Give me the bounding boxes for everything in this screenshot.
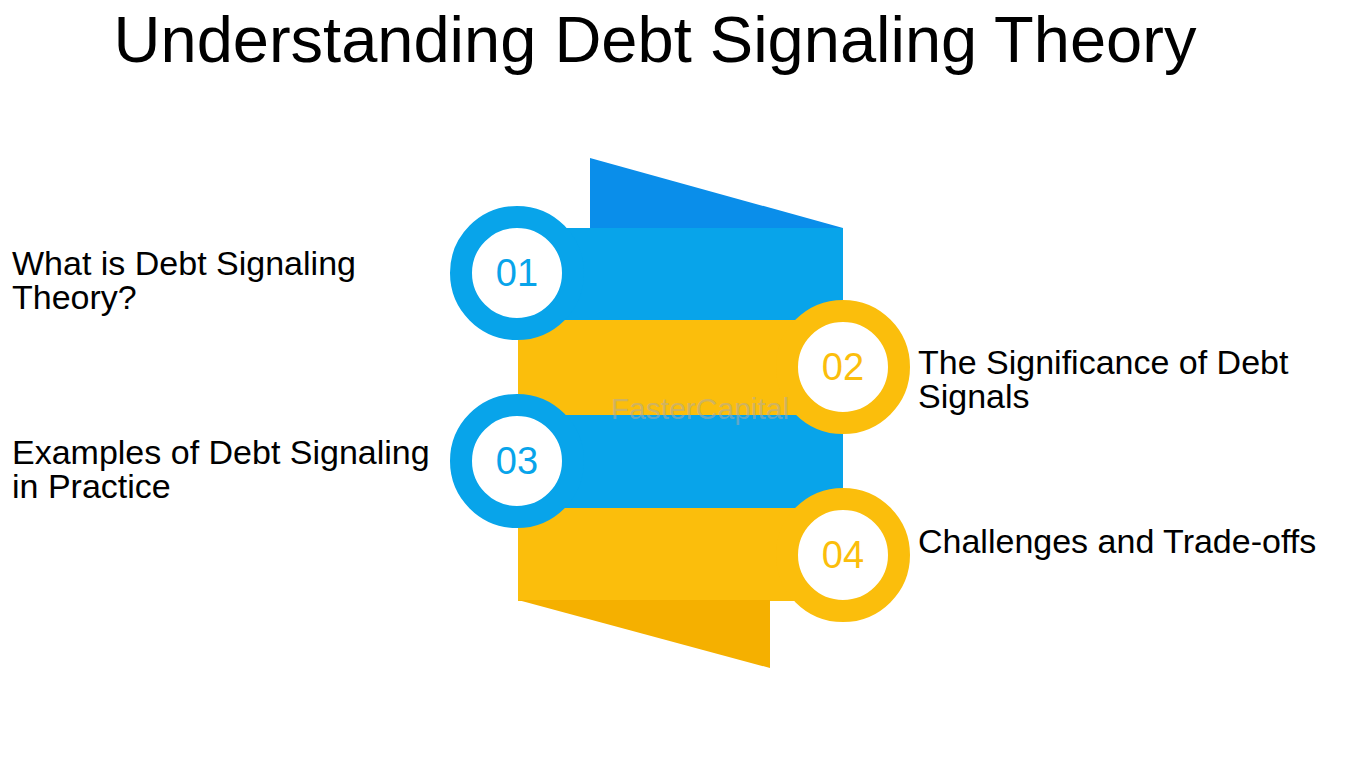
step-heading: The Significance of Debt Signals — [918, 345, 1350, 413]
step-circle: 01 — [450, 206, 584, 340]
step-circle: 03 — [450, 394, 584, 528]
step-number: 04 — [822, 534, 864, 577]
step-heading: Examples of Debt Signaling in Practice — [12, 435, 448, 503]
step-number: 02 — [822, 346, 864, 389]
step-number: 03 — [496, 440, 538, 483]
ribbon-top-flap — [590, 158, 843, 228]
step-circle: 02 — [776, 300, 910, 434]
step-heading: What is Debt Signaling Theory? — [12, 246, 448, 314]
step-heading: Challenges and Trade-offs — [918, 524, 1350, 558]
diagram-title: Understanding Debt Signaling Theory — [0, 4, 1310, 76]
watermark: FasterCapital — [560, 394, 840, 424]
step-circle: 04 — [776, 488, 910, 622]
step-number: 01 — [496, 252, 538, 295]
ribbon-bottom-flap — [518, 600, 770, 668]
